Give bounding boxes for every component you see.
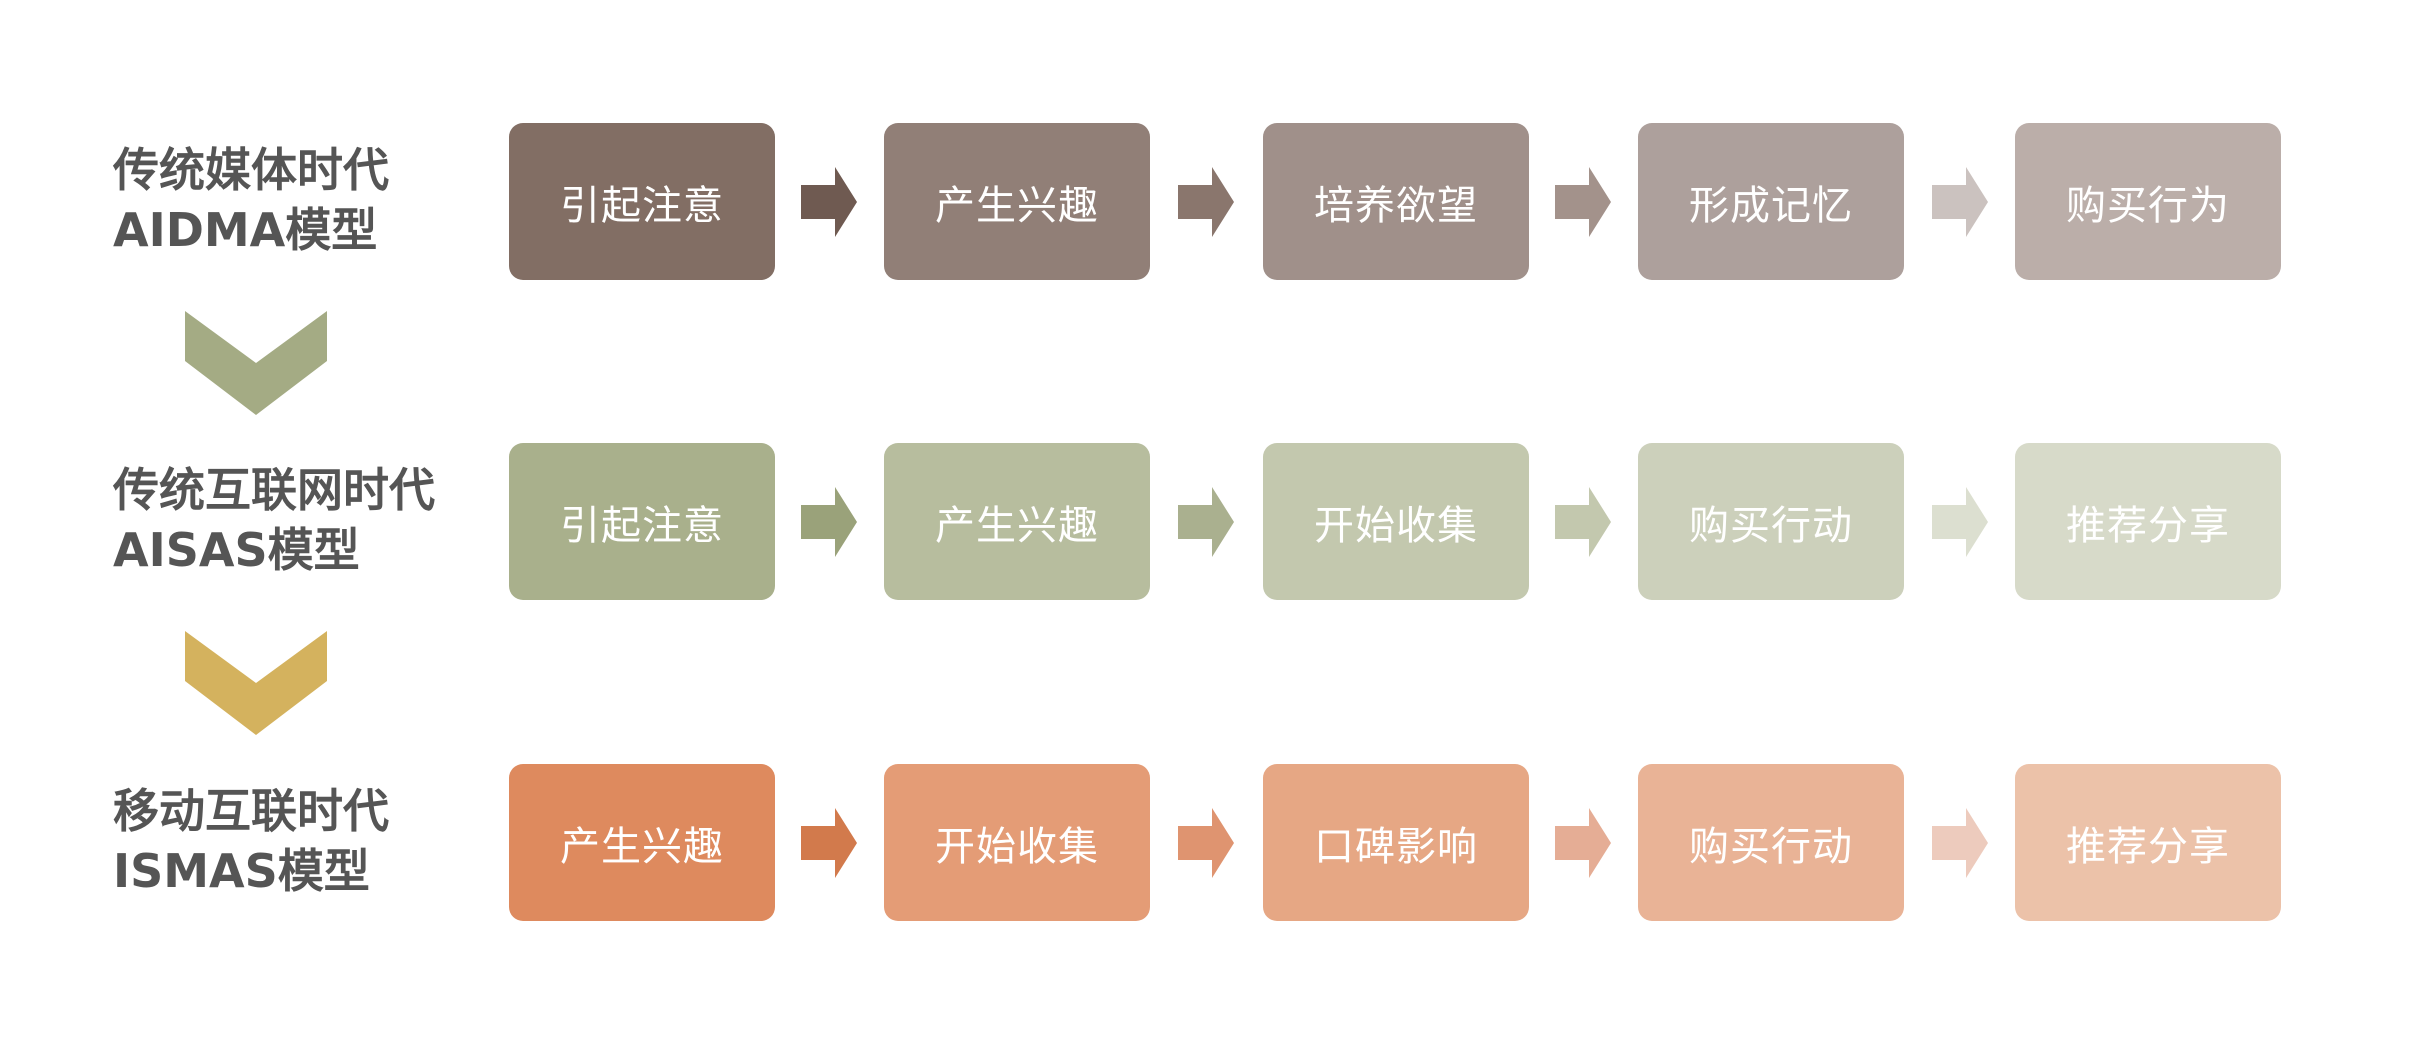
step-box: 引起注意 xyxy=(509,123,775,280)
step-box: 推荐分享 xyxy=(2015,764,2281,921)
arrow-right-icon xyxy=(1932,487,1988,557)
arrow-right-icon xyxy=(1555,167,1611,237)
step-box: 产生兴趣 xyxy=(884,443,1150,600)
row-title: 传统互联网时代 xyxy=(113,463,435,517)
arrow-right-icon xyxy=(1932,167,1988,237)
row-label: 传统媒体时代 AIDMA模型 xyxy=(113,140,389,260)
arrow-right-icon xyxy=(1555,487,1611,557)
step-box: 开始收集 xyxy=(884,764,1150,921)
step-box: 形成记忆 xyxy=(1638,123,1904,280)
step-box: 产生兴趣 xyxy=(509,764,775,921)
arrow-right-icon xyxy=(801,808,857,878)
step-box: 推荐分享 xyxy=(2015,443,2281,600)
row-model: AISAS模型 xyxy=(113,523,360,577)
step-box: 开始收集 xyxy=(1263,443,1529,600)
chevron-down-icon xyxy=(185,631,327,735)
step-box: 口碑影响 xyxy=(1263,764,1529,921)
arrow-right-icon xyxy=(1555,808,1611,878)
step-box: 引起注意 xyxy=(509,443,775,600)
row-label: 移动互联时代 ISMAS模型 xyxy=(113,781,389,901)
step-box: 购买行动 xyxy=(1638,764,1904,921)
arrow-right-icon xyxy=(1178,487,1234,557)
arrow-right-icon xyxy=(801,167,857,237)
arrow-right-icon xyxy=(1932,808,1988,878)
arrow-right-icon xyxy=(1178,167,1234,237)
chevron-down-icon xyxy=(185,311,327,415)
step-box: 培养欲望 xyxy=(1263,123,1529,280)
row-label: 传统互联网时代 AISAS模型 xyxy=(113,460,435,580)
row-model: AIDMA模型 xyxy=(113,203,378,257)
arrow-right-icon xyxy=(1178,808,1234,878)
row-title: 传统媒体时代 xyxy=(113,143,389,197)
arrow-right-icon xyxy=(801,487,857,557)
step-box: 购买行为 xyxy=(2015,123,2281,280)
row-model: ISMAS模型 xyxy=(113,844,370,898)
step-box: 购买行动 xyxy=(1638,443,1904,600)
step-box: 产生兴趣 xyxy=(884,123,1150,280)
row-title: 移动互联时代 xyxy=(113,784,389,838)
